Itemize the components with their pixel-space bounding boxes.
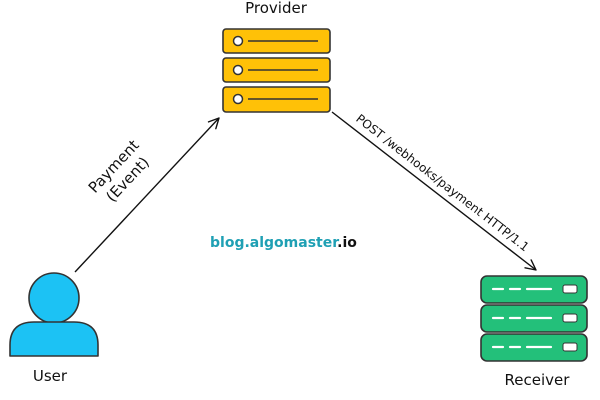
provider-label: Provider <box>245 0 308 17</box>
provider-server-unit <box>222 86 331 113</box>
payment-label: Payment (Event) <box>85 136 153 205</box>
receiver-label: Receiver <box>505 371 571 389</box>
user-label: User <box>33 367 68 385</box>
webhook-label: POST /webhooks/payment HTTP/1.1 <box>353 111 531 254</box>
payment-arrow <box>74 117 220 273</box>
receiver-server-icon <box>480 275 588 362</box>
provider-server-unit <box>222 57 331 83</box>
watermark-part3: .io <box>337 235 357 251</box>
receiver-server-unit <box>480 333 588 362</box>
watermark-part2: algomaster <box>250 235 339 251</box>
provider-server-icon <box>222 28 331 113</box>
receiver-server-unit <box>480 304 588 333</box>
receiver-server-unit <box>480 275 588 304</box>
watermark: blog.algomaster.io <box>210 235 357 251</box>
user-person-icon <box>9 272 99 357</box>
watermark-part1: blog. <box>210 235 250 251</box>
provider-server-unit <box>222 28 331 54</box>
webhook-arrow <box>331 111 537 271</box>
